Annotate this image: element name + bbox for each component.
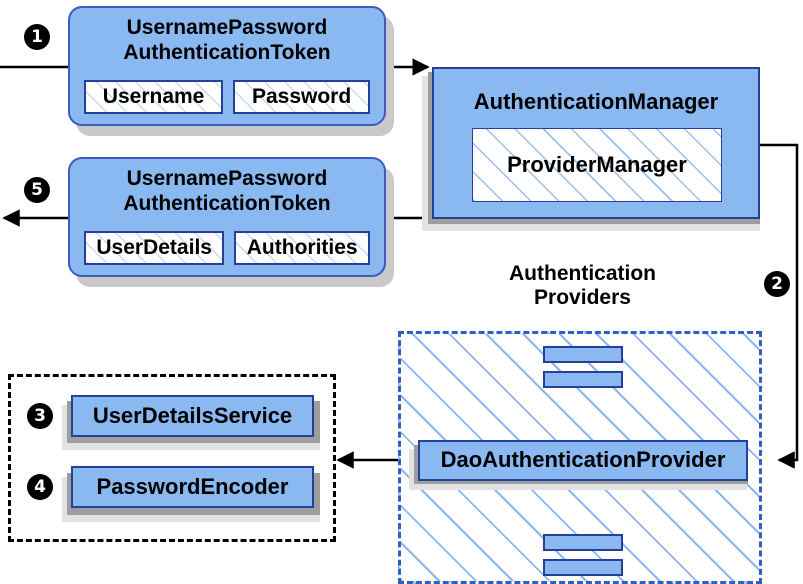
- dao-authentication-provider-box[interactable]: DaoAuthenticationProvider: [418, 440, 748, 481]
- support-services-region: [8, 374, 336, 542]
- passwordencoder-box[interactable]: PasswordEncoder: [71, 466, 314, 508]
- authentication-manager-box[interactable]: AuthenticationManager ProviderManager: [432, 67, 760, 219]
- step-1-bullet: 1: [24, 24, 50, 50]
- response-token-card[interactable]: UsernamePassword AuthenticationToken Use…: [68, 157, 386, 277]
- username-slot[interactable]: Username: [84, 80, 224, 114]
- step-3-bullet: 3: [27, 403, 53, 429]
- request-token-title: UsernamePassword AuthenticationToken: [70, 16, 384, 66]
- response-token-title-line2: AuthenticationToken: [123, 191, 331, 215]
- password-slot[interactable]: Password: [233, 80, 370, 114]
- request-token-title-line1: UsernamePassword: [126, 16, 328, 39]
- step-2-bullet: 2: [764, 271, 790, 297]
- response-token-title-line1: UsernamePassword: [126, 167, 328, 190]
- authorities-slot[interactable]: Authorities: [234, 231, 370, 265]
- other-provider-bar-top-1[interactable]: [543, 346, 623, 363]
- step-5-bullet: 5: [24, 177, 50, 203]
- authentication-providers-caption-line1: Authentication: [509, 262, 656, 285]
- other-provider-bar-bottom-2[interactable]: [543, 559, 623, 576]
- userdetails-slot[interactable]: UserDetails: [84, 231, 225, 265]
- userdetailsservice-box[interactable]: UserDetailsService: [71, 395, 314, 437]
- authentication-manager-title: AuthenticationManager: [473, 89, 719, 114]
- other-provider-bar-top-2[interactable]: [543, 371, 623, 388]
- response-token-slots: UserDetails Authorities: [84, 231, 370, 265]
- step-4-bullet: 4: [27, 474, 53, 500]
- request-token-slots: Username Password: [84, 80, 370, 114]
- provider-manager-panel[interactable]: ProviderManager: [472, 128, 722, 202]
- other-provider-bar-bottom-1[interactable]: [543, 534, 623, 551]
- response-token-title: UsernamePassword AuthenticationToken: [70, 167, 384, 217]
- request-token-title-line2: AuthenticationToken: [123, 40, 331, 64]
- authentication-providers-caption-line2: Providers: [534, 286, 631, 310]
- authentication-providers-caption: Authentication Providers: [460, 262, 705, 310]
- request-token-card[interactable]: UsernamePassword AuthenticationToken Use…: [68, 6, 386, 126]
